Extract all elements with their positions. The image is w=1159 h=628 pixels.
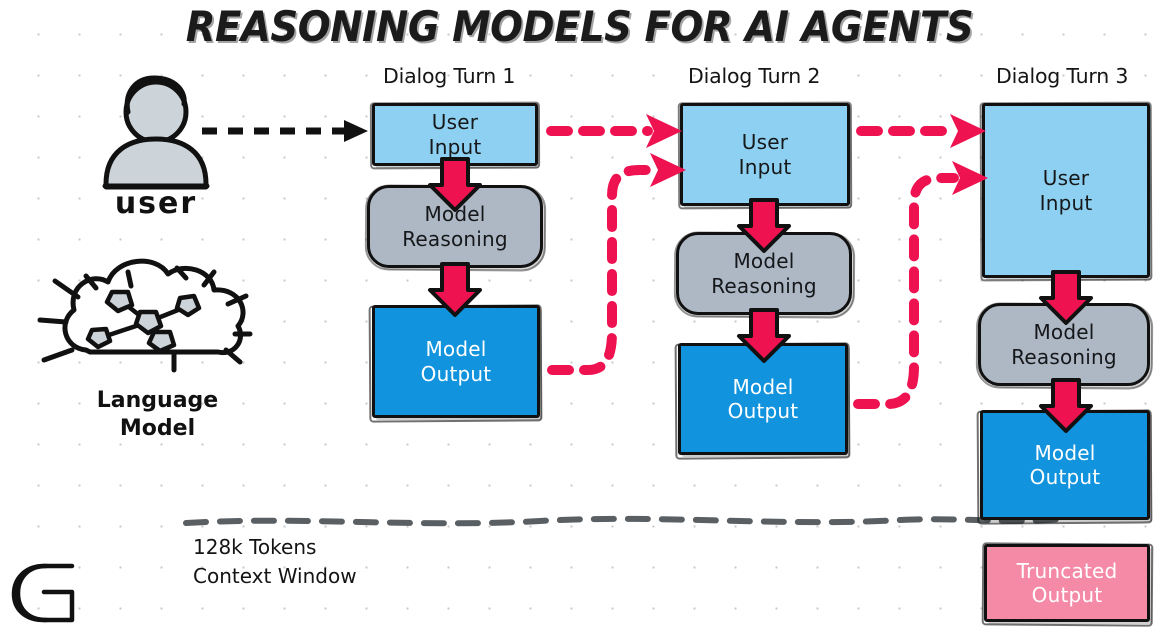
context-window-line1: 128k Tokens: [193, 535, 317, 559]
turn-3-truncated-line1: Truncated: [1016, 558, 1118, 583]
turn-3-truncated-output-box[interactable]: Truncated Output: [984, 544, 1150, 622]
turn-3-reasoning-line1: Model: [1033, 320, 1095, 345]
cloud-neural-network-icon: [37, 258, 253, 373]
arrow-t2-output-to-t3-input: [853, 173, 959, 409]
turn-3-arrow-input-to-reasoning: [1037, 270, 1095, 326]
turn-1-arrow-input-to-reasoning: [426, 157, 484, 213]
context-window-label: 128k Tokens Context Window: [193, 533, 357, 591]
turn-3-model-output-line1: Model: [1034, 440, 1096, 465]
turn-1-user-input-line1: User: [431, 110, 479, 135]
turn-3-arrow-reasoning-to-output: [1037, 378, 1095, 434]
turn-3-user-input-line2: Input: [1039, 190, 1093, 215]
language-model-label: Language Model: [45, 387, 270, 442]
turn-1-arrow-reasoning-to-output: [426, 262, 484, 318]
user-avatar-icon: [102, 75, 210, 190]
turn-2-user-input-line1: User: [741, 130, 789, 155]
context-window-line2: Context Window: [193, 564, 357, 588]
turn-2-user-input-box[interactable]: User Input: [680, 103, 850, 206]
turn-1-user-input-box[interactable]: User Input: [372, 103, 538, 166]
user-to-turn1-arrow: [202, 120, 368, 142]
turn-3-reasoning-line2: Reasoning: [1011, 344, 1117, 369]
page-title: REASONING MODELS FOR AI AGENTS: [185, 2, 974, 51]
language-model-label-line2: Model: [119, 415, 196, 441]
context-window-line: [183, 515, 1063, 527]
turn-3-truncated-line2: Output: [1031, 583, 1103, 607]
user-label: user: [114, 186, 198, 221]
turn-1-model-output-line2: Output: [420, 361, 492, 386]
language-model-label-line1: Language: [96, 388, 219, 413]
turn-2-reasoning-line2: Reasoning: [711, 273, 817, 298]
arrow-t1-output-to-t2-input: [547, 165, 657, 375]
turn-3-user-input-box[interactable]: User Input: [982, 103, 1150, 278]
turn-2-arrow-reasoning-to-output: [735, 308, 793, 364]
turn-2-user-input-line2: Input: [738, 154, 792, 179]
turn-1-model-output-box[interactable]: Model Output: [372, 305, 540, 418]
turn-2-reasoning-line1: Model: [733, 249, 795, 274]
turn-2-model-output-line2: Output: [727, 399, 799, 423]
turn-label-1: Dialog Turn 1: [383, 64, 516, 88]
turn-label-3: Dialog Turn 3: [996, 64, 1129, 88]
turn-3-model-output-line2: Output: [1029, 465, 1101, 489]
turn-1-reasoning-line2: Reasoning: [402, 226, 508, 251]
turn-label-2: Dialog Turn 2: [688, 64, 821, 88]
turn-3-user-input-line1: User: [1042, 166, 1090, 191]
turn-1-user-input-line2: Input: [428, 134, 482, 159]
turn-2-arrow-input-to-reasoning: [735, 198, 793, 254]
g-logo: [11, 563, 75, 623]
turn-2-model-output-line1: Model: [732, 374, 794, 399]
turn-1-model-output-line1: Model: [425, 337, 487, 362]
